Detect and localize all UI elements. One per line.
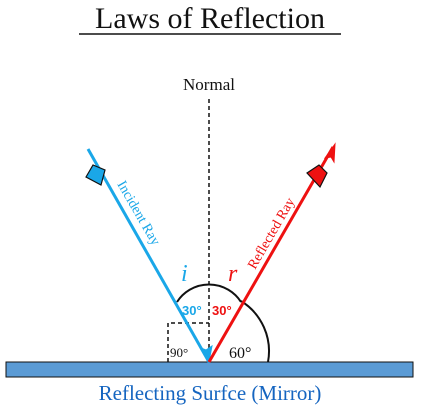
reflection-angle-value: 30° [212, 303, 232, 318]
right-angle-value: 90° [170, 345, 188, 360]
reflected-arrowhead-icon [323, 142, 336, 164]
incident-arrowhead-icon [199, 344, 213, 364]
reflected-ray-label: Reflected Ray [245, 195, 298, 272]
angle-arc-surface [240, 300, 270, 363]
angle-arc-incidence-reflection [176, 283, 242, 303]
incidence-angle-value: 30° [182, 303, 202, 318]
reflected-ray [207, 146, 335, 363]
normal-label: Normal [183, 75, 235, 94]
reflected-arrow-tail-icon [306, 164, 328, 189]
incident-arrow-tail-icon [85, 164, 106, 186]
right-angle-box [167, 322, 209, 362]
mirror-label: Reflecting Surfce (Mirror) [99, 381, 322, 405]
reflection-symbol: r [228, 261, 238, 287]
incidence-symbol: i [181, 261, 188, 287]
surface-angle-value: 60° [229, 345, 251, 362]
mirror-surface [5, 361, 414, 378]
incident-ray [86, 148, 211, 363]
page-title: Laws of Reflection [95, 2, 325, 35]
